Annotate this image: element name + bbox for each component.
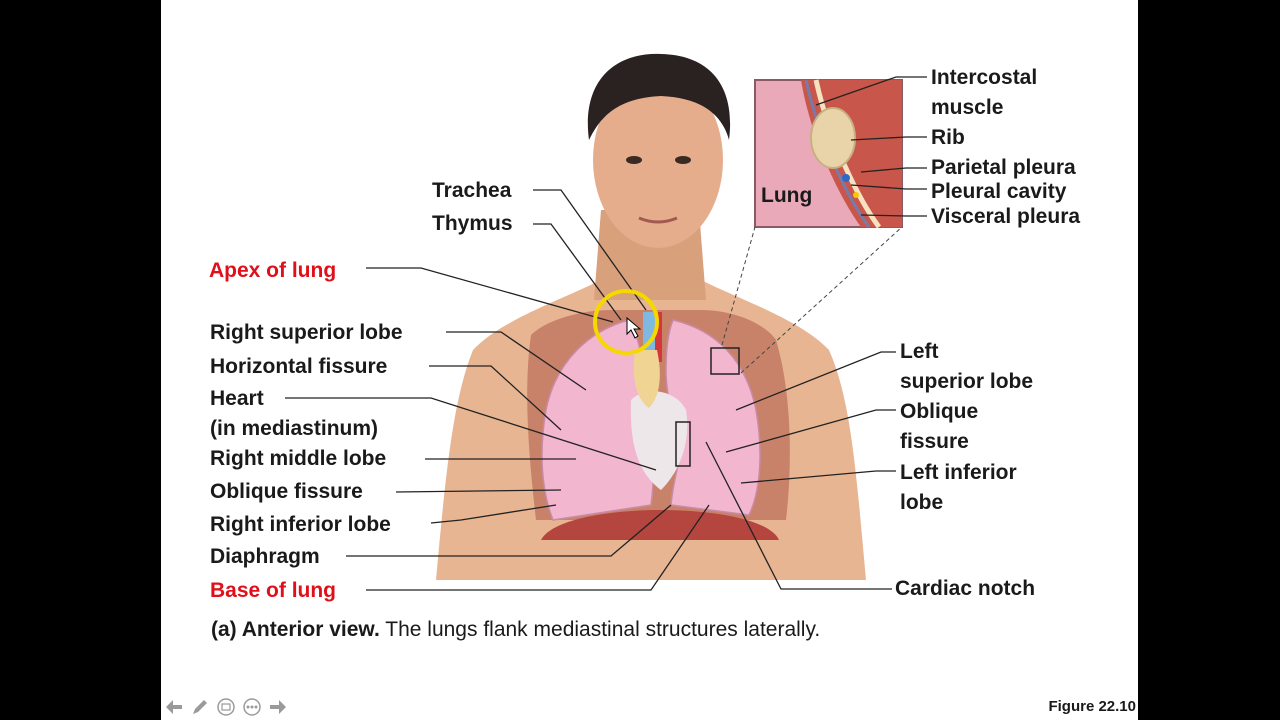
forward-arrow-icon[interactable] [267, 696, 289, 718]
slide-toolbar [163, 696, 289, 718]
label-inset-lung: Lung [761, 184, 813, 207]
diaphragm-shape [541, 510, 779, 540]
label-intercostal-1: Intercostal [931, 66, 1038, 89]
label-oblique-fissure-left-1: Oblique [900, 400, 979, 423]
inset-pleura [754, 79, 903, 229]
label-base-of-lung: Base of lung [210, 579, 337, 602]
label-thymus: Thymus [432, 212, 513, 235]
pen-icon[interactable] [189, 696, 211, 718]
label-oblique-fissure-right: Oblique fissure [210, 480, 363, 503]
slides-icon[interactable] [215, 696, 237, 718]
label-horizontal-fissure: Horizontal fissure [210, 355, 388, 378]
label-right-middle-lobe: Right middle lobe [210, 447, 387, 470]
label-left-inferior-lobe-1: Left inferior [900, 461, 1017, 484]
caption-text: The lungs flank mediastinal structures l… [379, 618, 821, 641]
label-oblique-fissure-left-2: fissure [900, 430, 969, 453]
label-right-superior-lobe: Right superior lobe [210, 321, 403, 344]
figure-number: Figure 22.10 [1048, 698, 1136, 715]
label-intercostal-2: muscle [931, 96, 1004, 119]
back-arrow-icon[interactable] [163, 696, 185, 718]
label-visceral-pleura: Visceral pleura [931, 205, 1081, 228]
vessel [655, 312, 662, 362]
inset-indicator-box [710, 347, 740, 375]
anatomy-illustration [285, 53, 927, 591]
label-left-superior-lobe-1: Left [900, 340, 939, 363]
label-parietal-pleura: Parietal pleura [931, 156, 1076, 179]
label-heart: Heart [210, 387, 264, 410]
label-cardiac-notch: Cardiac notch [895, 577, 1036, 600]
hair [587, 53, 731, 140]
thymus-shape [633, 350, 660, 408]
more-icon[interactable] [241, 696, 263, 718]
label-trachea: Trachea [432, 179, 512, 202]
label-left-inferior-lobe-2: lobe [900, 491, 944, 514]
label-pleural-cavity: Pleural cavity [931, 180, 1067, 203]
cardiac-notch-box [675, 421, 691, 467]
caption-prefix: (a) Anterior view. [211, 618, 380, 641]
head [593, 72, 723, 248]
label-heart-sub: (in mediastinum) [210, 417, 379, 440]
cursor-icon [626, 316, 642, 339]
label-apex-of-lung: Apex of lung [209, 259, 337, 282]
label-right-inferior-lobe: Right inferior lobe [210, 513, 391, 536]
label-rib: Rib [931, 126, 965, 149]
heart [630, 391, 688, 490]
slide: Trachea Thymus Apex of lung Right superi… [161, 0, 1138, 720]
figure-caption: (a) Anterior view. The lungs flank media… [211, 618, 820, 642]
spotlight-ring [593, 289, 659, 355]
leader-lines [285, 76, 927, 591]
label-diaphragm: Diaphragm [210, 545, 320, 568]
label-left-superior-lobe-2: superior lobe [900, 370, 1034, 393]
